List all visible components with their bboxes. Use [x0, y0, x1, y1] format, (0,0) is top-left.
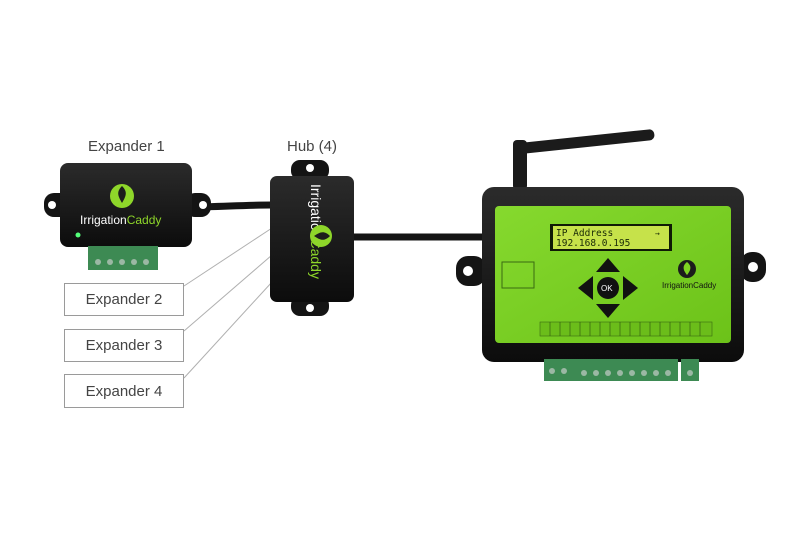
expander-1-brand: IrrigationCaddy: [80, 213, 161, 227]
expander-4-box: Expander 4: [64, 374, 184, 408]
hub-brand: IrrigationCaddy: [308, 184, 324, 279]
expander-connector-lines: [183, 227, 273, 379]
lcd-line-1: IP Address: [556, 228, 613, 239]
expander-1-device: IrrigationCaddy: [44, 163, 211, 270]
controller-device: IP Address → 192.168.0.195 OK Irrigation…: [456, 129, 766, 381]
keypad-ok: OK: [601, 284, 613, 293]
controller-brand: IrrigationCaddy: [662, 281, 716, 290]
lcd-line-2: 192.168.0.195: [556, 238, 630, 249]
hub-device: IrrigationCaddy: [270, 160, 354, 316]
expander-1-label: Expander 1: [88, 138, 165, 155]
status-led: [75, 232, 81, 238]
expander-3-box: Expander 3: [64, 329, 184, 362]
keypad-right: [623, 276, 638, 300]
keypad-left: [578, 276, 593, 300]
expander-2-box: Expander 2: [64, 283, 184, 316]
lcd-arrow: →: [655, 229, 660, 238]
keypad-down: [596, 304, 620, 318]
hub-label: Hub (4): [287, 138, 338, 155]
keypad: OK: [578, 258, 638, 318]
keypad-up: [596, 258, 620, 272]
